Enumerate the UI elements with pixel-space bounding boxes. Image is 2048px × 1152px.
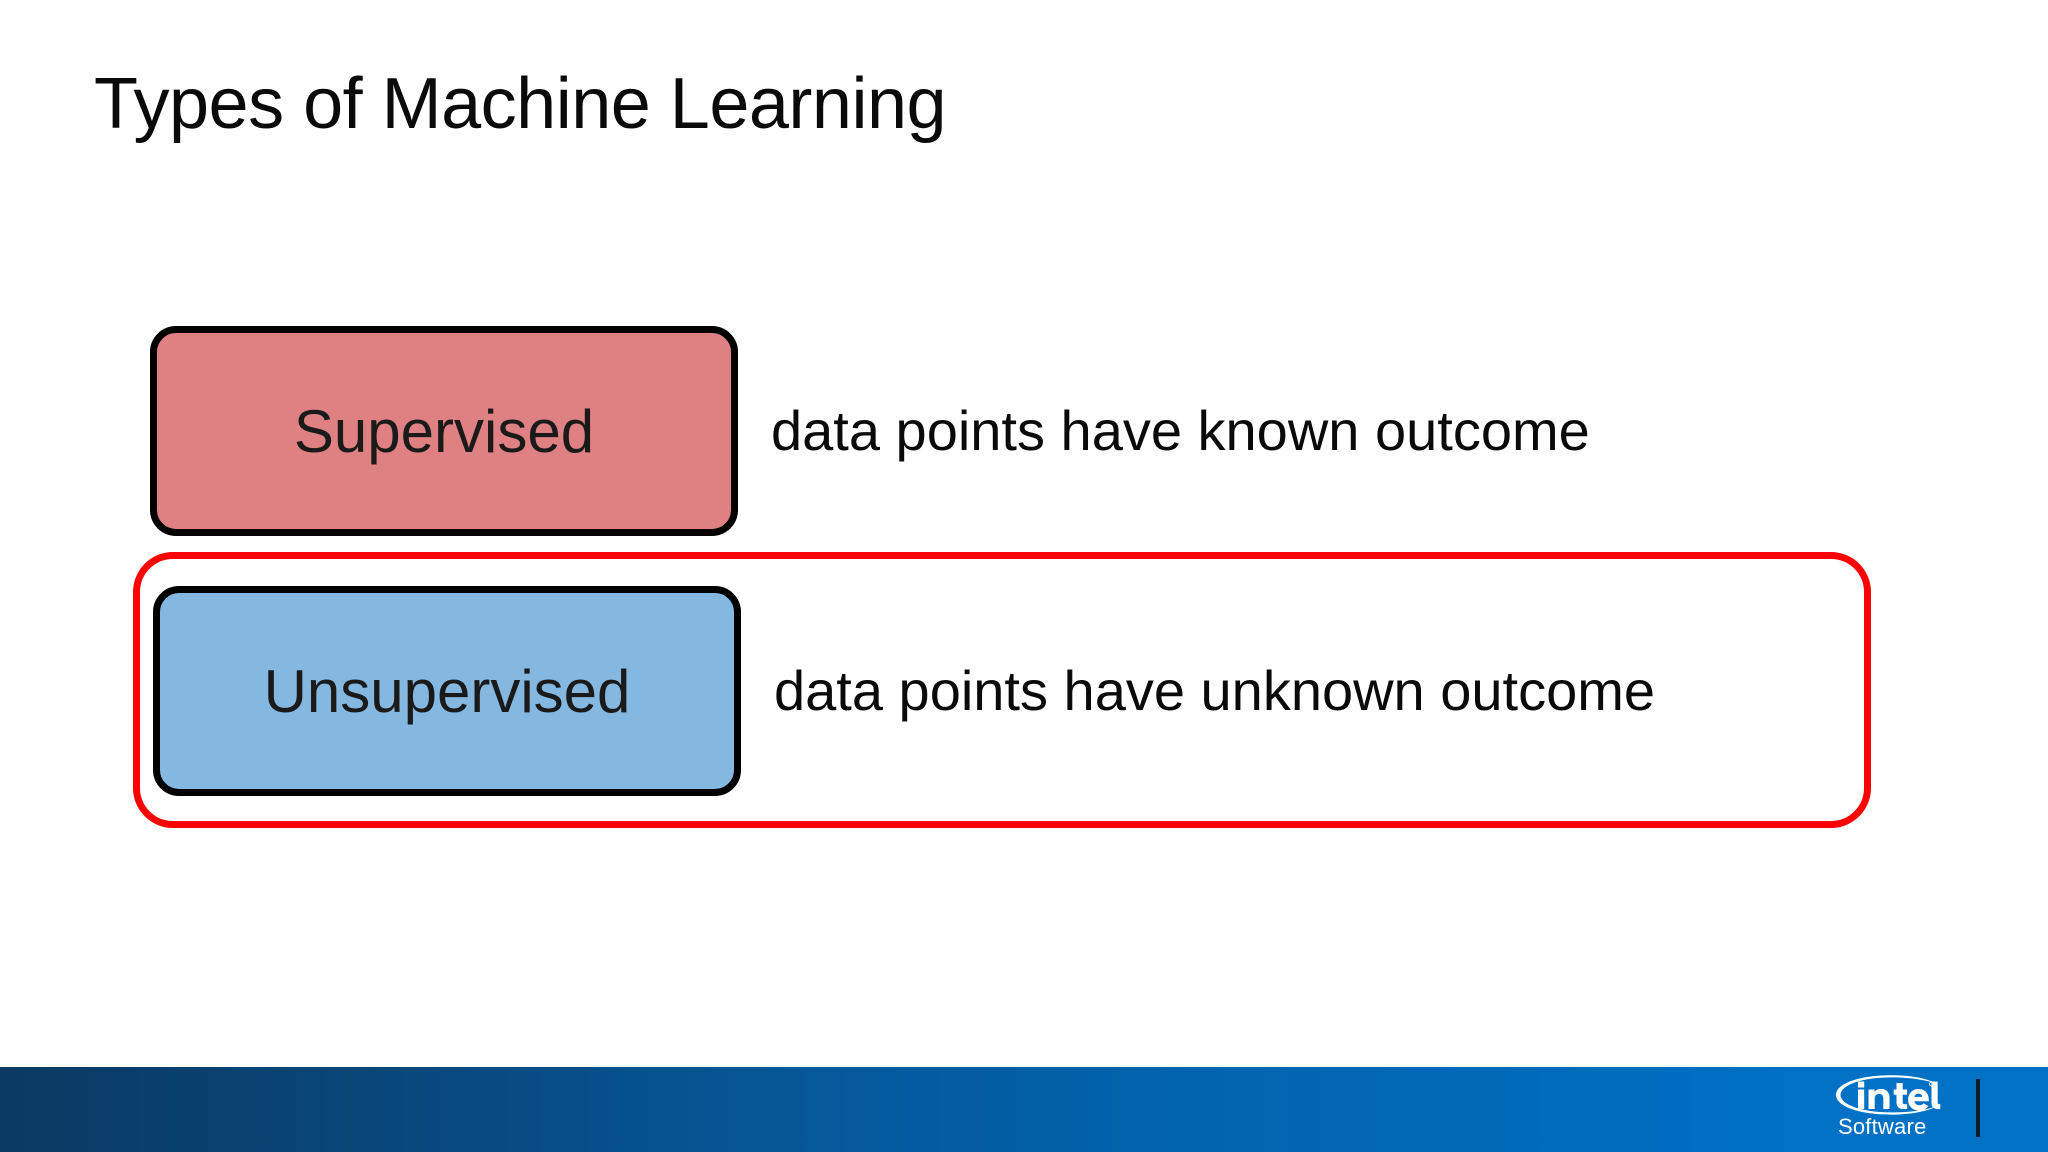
type-box-supervised[interactable]: Supervised <box>150 326 738 536</box>
row-unsupervised: Unsupervised data points have unknown ou… <box>153 586 1655 796</box>
type-box-unsupervised[interactable]: Unsupervised <box>153 586 741 796</box>
row-supervised-description: data points have known outcome <box>771 399 1590 462</box>
intel-wordmark-icon <box>1832 1072 1950 1118</box>
footer-divider <box>1976 1079 1980 1137</box>
row-unsupervised-description: data points have unknown outcome <box>774 659 1656 722</box>
page-title: Types of Machine Learning <box>94 64 947 144</box>
intel-logo: Software <box>1832 1072 1950 1144</box>
footer-bar: Software <box>0 1067 2048 1152</box>
intel-software-label: Software <box>1838 1114 1927 1139</box>
row-supervised: Supervised data points have known outcom… <box>150 326 1590 536</box>
type-box-unsupervised-label: Unsupervised <box>263 657 631 725</box>
type-box-supervised-label: Supervised <box>293 397 595 465</box>
